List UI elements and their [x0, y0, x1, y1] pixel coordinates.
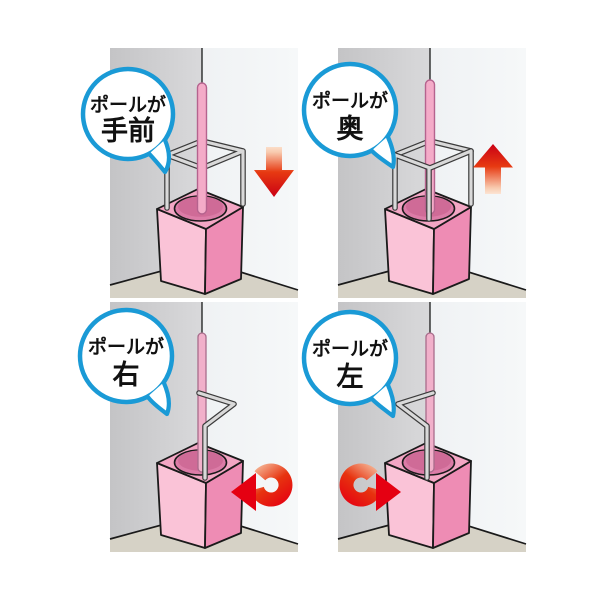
rotate-arrow-icon [231, 463, 293, 511]
bubble-text-line2: 左 [337, 362, 364, 393]
bubble-text-line1: ポールが [312, 89, 388, 112]
panel-pole-back: ポールが 奥 [301, 48, 527, 298]
bubble-text-line2: 手前 [101, 115, 155, 147]
bubble-text-line2: 右 [113, 360, 140, 391]
down-arrow-icon [254, 147, 294, 197]
panel-pole-left: ポールが 左 [301, 302, 527, 552]
speech-bubble: ポールが 右 [77, 307, 175, 417]
handle-wire [164, 138, 246, 211]
speech-bubble: ポールが 奥 [301, 61, 399, 170]
up-arrow-icon [473, 144, 513, 194]
handle-wire-front [392, 148, 474, 222]
speech-bubble-tail [369, 134, 396, 170]
bubble-text-line1: ポールが [88, 335, 164, 358]
speech-bubble: ポールが 手前 [80, 66, 176, 175]
handle-wire-folded [196, 390, 237, 481]
panel-pole-front: ポールが 手前 [80, 48, 299, 298]
speech-bubble-tail [369, 382, 396, 419]
rotate-arrow-icon [339, 463, 401, 511]
bubble-text-line1: ポールが [312, 337, 388, 360]
pole [196, 82, 208, 215]
bubble-text-line1: ポールが [90, 93, 166, 116]
speech-bubble: ポールが 左 [301, 309, 399, 419]
handle-wire-folded [395, 390, 436, 481]
speech-bubble-tail [147, 137, 172, 175]
bubble-text-line2: 奥 [337, 113, 364, 145]
speech-bubble-tail [145, 380, 171, 417]
panel-pole-right: ポールが 右 [77, 302, 299, 552]
